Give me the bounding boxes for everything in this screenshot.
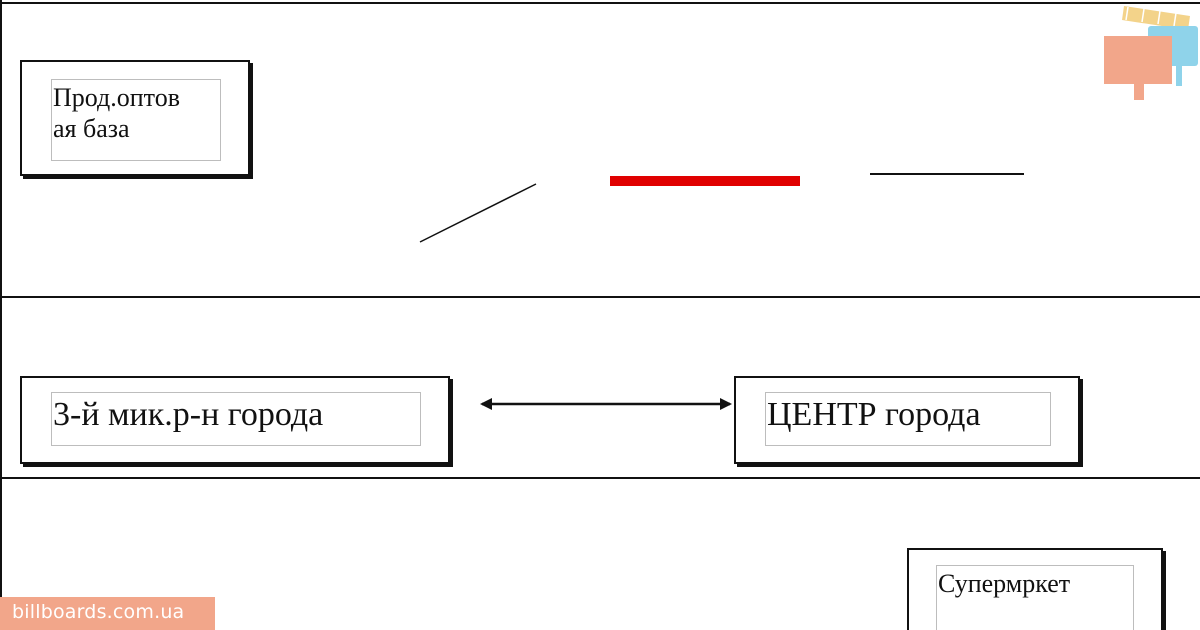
node-district-label: 3-й мик.р-н города bbox=[51, 392, 421, 446]
node-center-label: ЦЕНТР города bbox=[765, 392, 1051, 446]
node-district: 3-й мик.р-н города bbox=[20, 376, 450, 464]
band-divider-lower bbox=[0, 477, 1200, 479]
node-wholesale: Прод.оптов ая база bbox=[20, 60, 250, 176]
billboard-icon bbox=[1104, 6, 1198, 100]
node-wholesale-label: Прод.оптов ая база bbox=[51, 79, 221, 161]
top-border-line bbox=[0, 2, 1200, 4]
band-divider-upper bbox=[0, 296, 1200, 298]
node-supermarket-label: Супермркет bbox=[936, 565, 1134, 630]
route-segment-diagonal bbox=[419, 183, 537, 243]
node-center: ЦЕНТР города bbox=[734, 376, 1080, 464]
left-border-line bbox=[0, 0, 2, 630]
watermark-label[interactable]: billboards.com.ua bbox=[0, 597, 215, 630]
node-supermarket: Супермркет bbox=[907, 548, 1163, 630]
